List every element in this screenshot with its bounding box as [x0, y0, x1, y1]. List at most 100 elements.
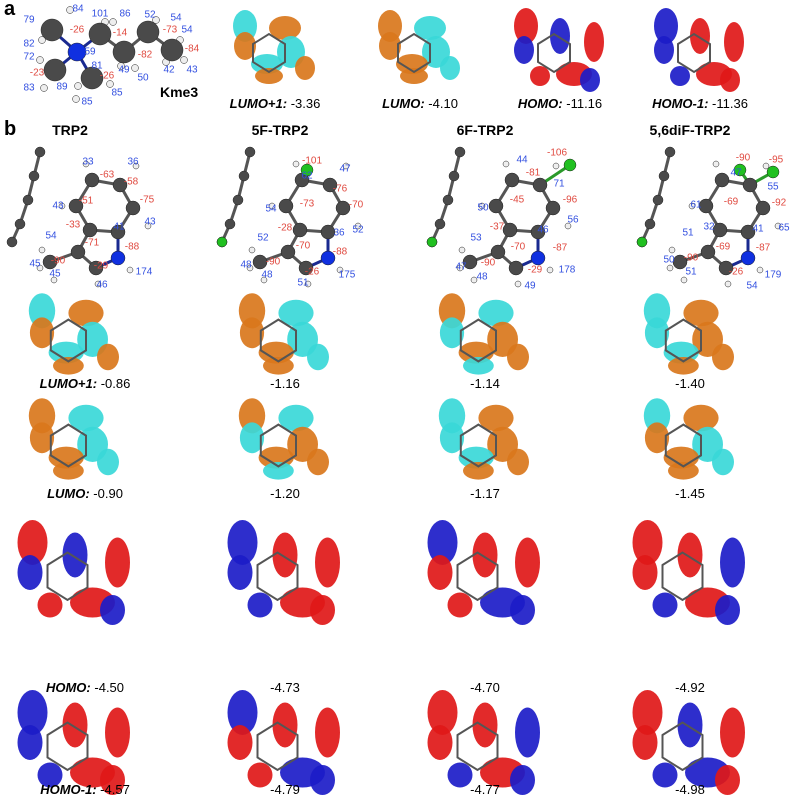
carbon-atom: [502, 222, 518, 238]
atomic-charge-label: -92: [771, 197, 787, 209]
orbital-energy-value: -4.57: [100, 782, 130, 797]
orbital-lobe: [463, 357, 494, 375]
orbital-energy-value: -1.14: [470, 376, 500, 391]
orbital-energy-value: -1.16: [270, 376, 300, 391]
atomic-charge-label: 56: [567, 214, 579, 226]
carbon-atom: [238, 170, 250, 182]
orbital-lobe: [690, 18, 710, 54]
orbital-lobe: [263, 462, 294, 480]
orbital-lobe: [530, 66, 550, 86]
carbon-atom: [335, 200, 351, 216]
atomic-charge-label: 48: [261, 269, 273, 281]
orbital-lobe: [652, 592, 678, 618]
atomic-charge-label: 43: [144, 216, 156, 228]
atomic-charge-label: -96: [562, 194, 578, 206]
orbital-energy-value: -4.77: [470, 782, 500, 797]
orbital-lobe: [472, 702, 498, 748]
hydrogen-atom: [72, 95, 80, 103]
atomic-charge-label: 51: [297, 277, 309, 289]
atomic-charge-label: 174: [135, 266, 153, 278]
hydrogen-atom: [248, 246, 256, 254]
nitrogen-atom: [530, 250, 546, 266]
hydrogen-atom: [74, 82, 82, 90]
hydrogen-atom: [66, 6, 74, 14]
orbital-lobe: [715, 765, 740, 795]
orbital-lobe: [720, 68, 740, 92]
orbital-lobe: [17, 520, 48, 565]
orbital-energy-label: -4.70: [470, 680, 500, 695]
panel-a-letter: a: [4, 0, 16, 20]
orbital-energy-value: -4.70: [470, 680, 500, 695]
carbon-atom: [112, 177, 128, 193]
panel-b-letter: b: [4, 118, 17, 140]
atomic-charge-label: 49: [118, 64, 130, 76]
orbital-name: LUMO:: [382, 96, 425, 111]
orbital-lobe: [28, 398, 56, 434]
orbital-name: HOMO:: [45, 680, 91, 695]
atomic-charge-label: 54: [746, 280, 758, 292]
orbital-energy-label: -4.73: [270, 680, 300, 695]
orbital-energy-value: -11.16: [566, 96, 603, 111]
fluorine-atom: [636, 236, 648, 248]
carbon-atom: [322, 177, 338, 193]
orbital-lobe: [652, 762, 678, 788]
orbital-skeleton: [677, 32, 711, 74]
atomic-charge-label: 45: [29, 258, 41, 270]
orbital-energy-label: LUMO: -0.90: [47, 486, 123, 501]
atomic-charge-label: 85: [111, 87, 123, 99]
orbital-lobe: [17, 725, 43, 760]
carbon-atom: [742, 177, 758, 193]
carbon-atom: [462, 254, 478, 270]
atomic-charge-label: -90: [735, 152, 751, 164]
carbon-atom: [442, 194, 454, 206]
atomic-charge-label: 54: [45, 230, 57, 242]
orbital-lobe: [670, 66, 690, 86]
hydrogen-atom: [514, 280, 522, 288]
atomic-charge-label: 72: [23, 51, 35, 63]
carbon-atom: [280, 244, 296, 260]
atomic-charge-label: -82: [137, 49, 153, 61]
orbital-skeleton: [49, 318, 87, 363]
orbital-lobe: [295, 56, 315, 80]
orbital-lobe: [654, 8, 678, 44]
orbital-skeleton: [256, 551, 299, 602]
carbon-atom: [42, 254, 58, 270]
orbital-lobe: [100, 595, 125, 625]
hydrogen-atom: [342, 162, 350, 170]
orbital-skeleton: [456, 721, 499, 772]
hydrogen-atom: [152, 16, 160, 24]
atomic-charge-label: 55: [767, 181, 779, 193]
orbital-lobe: [310, 765, 335, 795]
orbital-lobe: [238, 293, 266, 329]
orbital-lobe: [315, 537, 340, 588]
orbital-lobe: [239, 422, 265, 454]
orbital-lobe: [37, 762, 63, 788]
carbon-atom: [43, 58, 67, 82]
carbon-atom: [232, 194, 244, 206]
orbital-lobe: [715, 595, 740, 625]
carbon-atom: [252, 254, 268, 270]
atomic-charge-label: 43: [186, 64, 198, 76]
orbital-lobe: [439, 422, 465, 454]
atomic-charge-label: 52: [257, 232, 269, 244]
orbital-energy-label: -4.98: [675, 782, 705, 797]
orbital-lobe: [17, 690, 48, 735]
atomic-charge-label: -90: [265, 256, 281, 268]
atomic-charge-label: -26: [304, 266, 320, 278]
hydrogen-atom: [564, 222, 572, 230]
carbon-atom: [490, 244, 506, 260]
carbon-atom: [700, 244, 716, 260]
hydrogen-atom: [478, 202, 486, 210]
orbital-energy-value: -4.98: [675, 782, 705, 797]
orbital-lobe: [278, 404, 314, 432]
atomic-charge-label: -69: [723, 196, 739, 208]
atomic-charge-label: 79: [23, 14, 35, 26]
hydrogen-atom: [38, 36, 46, 44]
orbital-skeleton: [46, 721, 89, 772]
orbital-skeleton: [252, 32, 286, 74]
atomic-charge-label: -70: [295, 240, 311, 252]
orbital-skeleton: [459, 423, 497, 468]
orbital-lobe: [307, 448, 329, 476]
orbital-lobe: [584, 22, 604, 62]
atomic-charge-label: -70: [510, 241, 526, 253]
